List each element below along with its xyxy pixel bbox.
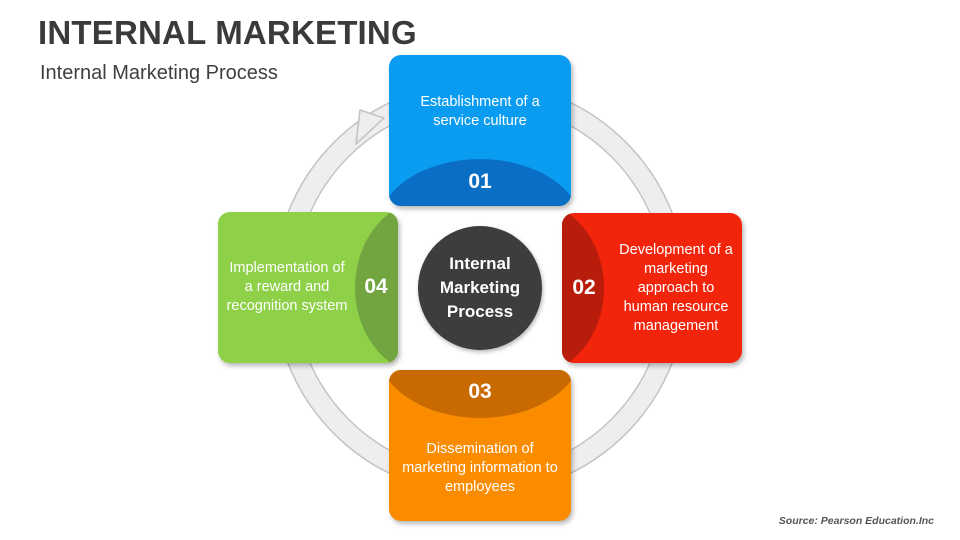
- step-03-text: Dissemination of marketing information t…: [402, 440, 558, 495]
- step-02-text: Development of a marketing approach to h…: [619, 241, 733, 334]
- center-label: Internal Marketing Process: [439, 254, 521, 321]
- step-03-box: 03 Dissemination of marketing informatio…: [389, 370, 571, 521]
- step-02-box: Development of a marketing approach to h…: [562, 213, 742, 363]
- step-02-number: 02: [572, 276, 596, 299]
- center-hub: Internal Marketing Process: [418, 226, 542, 350]
- step-04-box: Implementation of a reward and recogniti…: [218, 212, 398, 363]
- page-title: INTERNAL MARKETING: [38, 14, 417, 51]
- step-01-box: Establishment of a service culture 01: [389, 55, 571, 206]
- page-subtitle: Internal Marketing Process: [40, 62, 278, 84]
- step-04-text: Implementation of a reward and recogniti…: [226, 259, 348, 314]
- source-note: Source: Pearson Education.Inc: [778, 515, 934, 527]
- step-03-number: 03: [468, 380, 492, 403]
- step-01-text: Establishment of a service culture: [420, 94, 540, 129]
- step-01-number: 01: [468, 170, 492, 193]
- cycle-arrowhead: [355, 109, 385, 145]
- step-04-number: 04: [364, 275, 388, 298]
